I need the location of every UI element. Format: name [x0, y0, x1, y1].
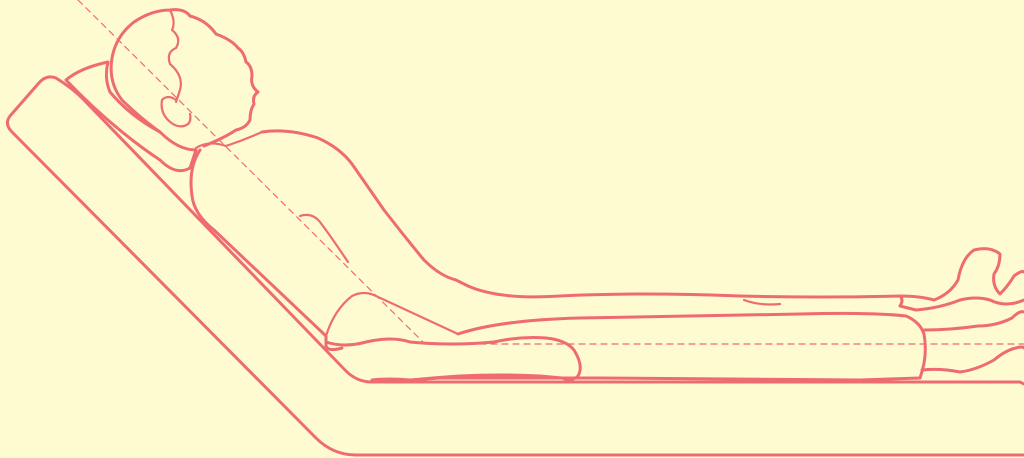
background — [0, 0, 1024, 458]
reclining-figure-illustration — [0, 0, 1024, 458]
